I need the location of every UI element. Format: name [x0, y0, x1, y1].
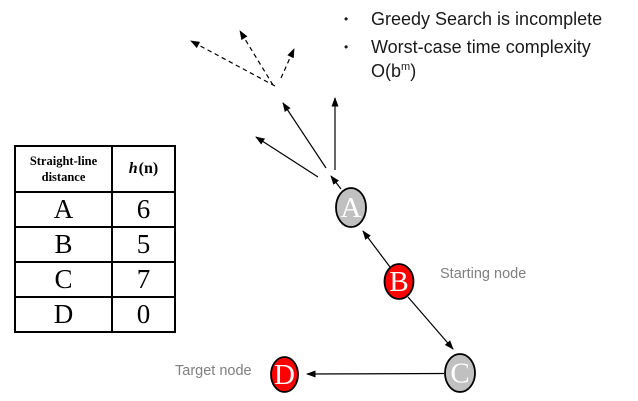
table-header-row: Straight-line distance h(n)	[14, 145, 176, 193]
expansion-arrow-from-a	[330, 175, 342, 190]
node-c: C	[444, 353, 476, 393]
cell-h-c: 7	[111, 261, 176, 298]
bullet-icon: •	[344, 40, 349, 54]
heuristic-table: Straight-line distance h(n) A 6 B 5 C 7 …	[14, 145, 176, 333]
formula-close: )	[410, 61, 417, 81]
dashed-expansion-arrow-up	[239, 30, 274, 86]
node-d: D	[270, 356, 299, 393]
cell-h-b: 5	[111, 226, 176, 263]
table-row: A 6	[14, 191, 176, 228]
header-h-n: h(n)	[111, 145, 176, 193]
bullet-icon: •	[344, 12, 349, 26]
dashed-expansion-arrow-left	[190, 40, 276, 87]
header-straight-line-distance: Straight-line distance	[14, 145, 113, 193]
node-a-shape	[335, 187, 367, 228]
bullet-text: Greedy Search is incomplete	[371, 9, 603, 29]
expansion-arrow-mid	[255, 136, 319, 178]
edge-b-to-c	[407, 296, 454, 350]
node-b: B	[383, 263, 415, 300]
table-row: C 7	[14, 261, 176, 298]
bullet-text-line1: Worst-case time complexity	[371, 37, 591, 57]
table-row: B 5	[14, 226, 176, 263]
header-h-rest: (n)	[138, 160, 159, 177]
dashed-expansion-arrow-right	[280, 48, 295, 79]
edge-c-to-d	[306, 370, 445, 378]
cell-h-a: 6	[111, 191, 176, 228]
starting-node-label: Starting node	[440, 266, 527, 282]
edge-b-to-a	[362, 230, 391, 268]
node-b-shape	[383, 263, 415, 300]
table-row: D 0	[14, 296, 176, 333]
node-b-label: B	[389, 266, 408, 298]
cell-h-d: 0	[111, 296, 176, 333]
cell-node-c: C	[14, 261, 113, 298]
formula-base: O(b	[371, 61, 402, 81]
cell-node-b: B	[14, 226, 113, 263]
target-node-label: Target node	[175, 363, 252, 379]
bullet-list: • Greedy Search is incomplete • Worst-ca…	[338, 7, 636, 83]
header-line1: Straight-line	[29, 153, 98, 168]
formula-superscript: m	[401, 61, 411, 73]
node-c-shape	[444, 353, 476, 393]
header-line2: distance	[41, 170, 86, 184]
expansion-arrow-steep	[282, 102, 327, 169]
node-a-label: A	[341, 192, 362, 224]
bullet-item: • Greedy Search is incomplete	[338, 7, 636, 31]
node-d-shape	[270, 356, 299, 393]
node-d-label: D	[274, 359, 295, 391]
header-h-italic: h	[128, 160, 138, 177]
node-a: A	[335, 187, 367, 228]
node-c-label: C	[450, 358, 469, 390]
cell-node-d: D	[14, 296, 113, 333]
cell-node-a: A	[14, 191, 113, 228]
